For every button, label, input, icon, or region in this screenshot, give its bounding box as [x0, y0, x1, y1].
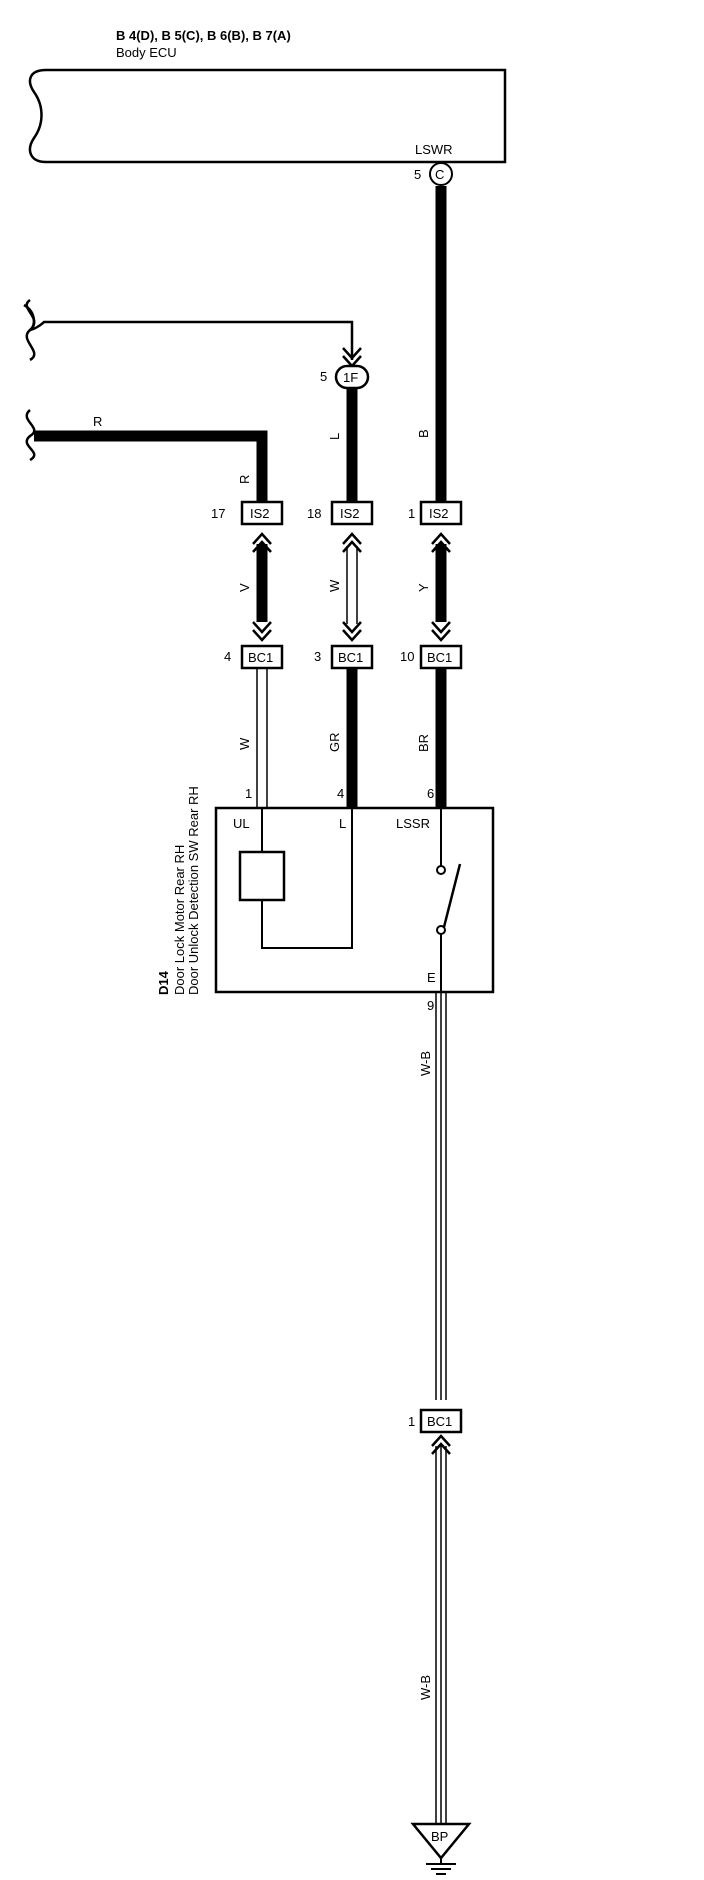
bc1-connector-1 [240, 644, 284, 670]
component-label-ul: UL [233, 816, 250, 831]
bc1-3-pin: 10 [400, 649, 414, 664]
bc1-3-label: BC1 [427, 650, 452, 665]
component-name-1: Door Lock Motor Rear RH [172, 845, 187, 995]
is2-2-pin: 18 [307, 506, 321, 521]
is2-connector-3 [419, 500, 463, 526]
is2-connector-2 [330, 500, 374, 526]
is2-arrows [252, 532, 451, 553]
wire-gr-color: GR [327, 733, 342, 753]
motor-return-lead [261, 808, 353, 949]
component-pin-l: 4 [337, 786, 344, 801]
wire-l-color: L [327, 433, 342, 440]
junction-1f-label: 1F [343, 370, 358, 385]
wire-w-lower-color: W [237, 737, 252, 750]
wire-wb-upper-color: W-B [418, 1051, 433, 1076]
bc1-2-label: BC1 [338, 650, 363, 665]
body-ecu-box [28, 68, 507, 164]
component-pin-e: 9 [427, 998, 434, 1013]
component-pin-lssr: 6 [427, 786, 434, 801]
component-id: D14 [156, 970, 171, 995]
wire-r-color-vertical: R [237, 475, 252, 484]
wire-r-color-horizontal: R [93, 414, 102, 429]
wire-to-1f [23, 303, 354, 360]
wire-to-1f-brace [25, 298, 36, 362]
ground-point-bp [410, 1822, 472, 1860]
bc1-1-label: BC1 [248, 650, 273, 665]
is2-1-pin: 17 [211, 506, 225, 521]
bc1-connector-4 [419, 1408, 463, 1434]
ecu-terminal-label: LSWR [415, 142, 453, 157]
switch-contact-bottom [436, 925, 446, 935]
ecu-terminal-circle [429, 162, 453, 186]
wire-w-mid-color: W [327, 579, 342, 592]
door-lock-motor [238, 850, 286, 902]
is2-3-label: IS2 [429, 506, 449, 521]
ecu-terminal-pin: 5 [414, 167, 421, 182]
wire-w-mid [346, 546, 358, 624]
wire-w-lower [256, 668, 268, 808]
wire-br-color: BR [416, 734, 431, 752]
wire-r-brace [25, 409, 36, 462]
bc1-4-arrows [431, 1434, 451, 1455]
bc1-arrows [252, 621, 451, 642]
bc1-4-label: BC1 [427, 1414, 452, 1429]
switch-blade [442, 863, 462, 928]
ecu-connector-list: B 4(D), B 5(C), B 6(B), B 7(A) [116, 28, 291, 43]
component-pin-ul: 1 [245, 786, 252, 801]
wire-v-color: V [237, 583, 252, 592]
wire-wb-lower-color: W-B [418, 1675, 433, 1700]
component-label-lssr: LSSR [396, 816, 430, 831]
component-label-e: E [427, 970, 436, 985]
wire-b-color: B [416, 429, 431, 438]
component-label-l: L [339, 816, 346, 831]
ground-label: BP [431, 1829, 448, 1844]
is2-3-pin: 1 [408, 506, 415, 521]
wire-r [34, 430, 268, 502]
bc1-4-pin: 1 [408, 1414, 415, 1429]
bc1-1-pin: 4 [224, 649, 231, 664]
ecu-terminal-letter: C [435, 167, 444, 182]
ecu-name: Body ECU [116, 45, 177, 60]
is2-1-label: IS2 [250, 506, 270, 521]
is2-connector-1 [240, 500, 284, 526]
is2-2-label: IS2 [340, 506, 360, 521]
junction-1f-pin: 5 [320, 369, 327, 384]
component-name-2: Door Unlock Detection SW Rear RH [186, 786, 201, 995]
switch-contact-top [436, 865, 446, 875]
bc1-2-pin: 3 [314, 649, 321, 664]
wire-y-color: Y [416, 583, 431, 592]
arrow-1f [342, 347, 362, 360]
wire-wb-lower [435, 1446, 447, 1824]
wire-wb-upper [435, 992, 447, 1400]
